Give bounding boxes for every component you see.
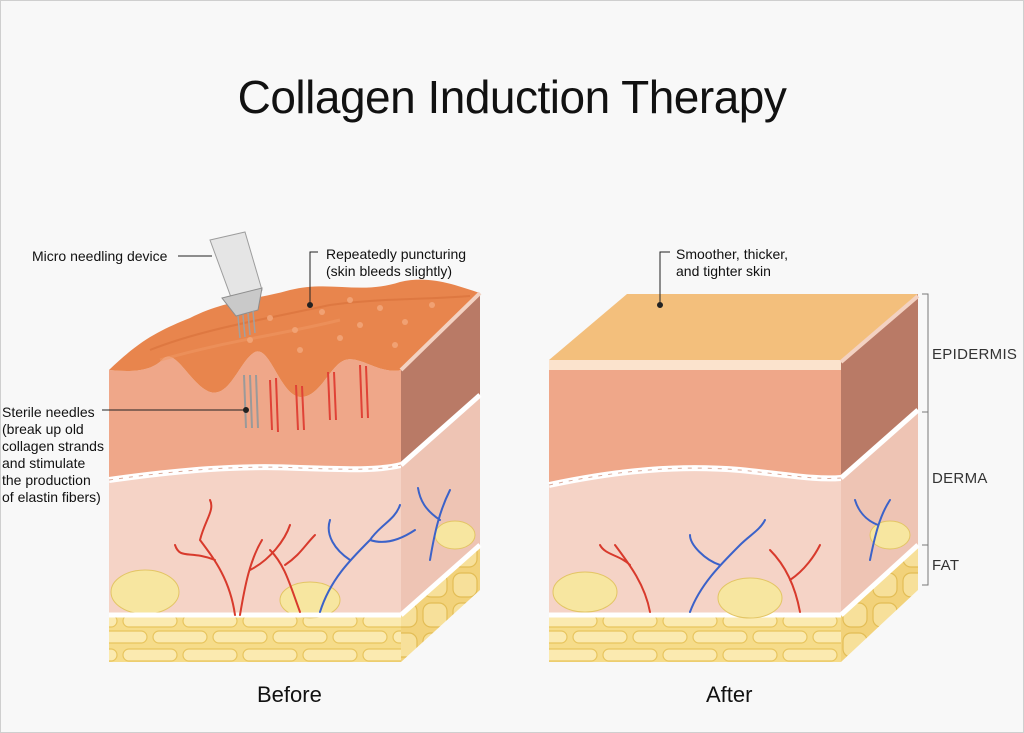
- diagram-title: Collagen Induction Therapy: [237, 71, 787, 123]
- layer-label-epidermis: EPIDERMIS: [932, 346, 1018, 363]
- label-sterile-needles: Sterile needles (break up old collagen s…: [2, 404, 104, 505]
- after-leader-line: [657, 251, 670, 308]
- before-skin-surface: [109, 279, 480, 398]
- after-epidermis-front: [549, 370, 841, 485]
- before-fat-side: [401, 545, 480, 662]
- before-epidermis-side: [401, 293, 480, 465]
- label-repeatedly-puncturing: Repeatedly puncturing (skin bleeds sligh…: [326, 246, 467, 279]
- layer-label-derma: DERMA: [932, 470, 988, 487]
- before-fat-front: [109, 615, 401, 662]
- layer-label-fat: FAT: [932, 557, 960, 574]
- after-skin-surface: [549, 294, 918, 360]
- micro-needling-device: [209, 231, 263, 339]
- caption-before: Before: [257, 682, 322, 707]
- after-skin-block: [548, 251, 920, 662]
- before-leader-lines: [102, 251, 318, 413]
- label-smoother-skin: Smoother, thicker, and tighter skin: [676, 246, 789, 279]
- after-epidermis-side: [841, 294, 918, 478]
- before-epidermis-front: [109, 351, 401, 480]
- label-micro-needling-device: Micro needling device: [32, 248, 168, 264]
- after-derma-front: [549, 468, 841, 615]
- before-skin-block: [102, 231, 482, 662]
- needle-tracks: [269, 364, 369, 433]
- after-blood-vessels: [599, 499, 891, 613]
- before-derma-front: [109, 465, 401, 615]
- caption-after: After: [706, 682, 753, 707]
- after-fat-front: [549, 615, 841, 662]
- layer-bracket: [922, 293, 929, 586]
- before-blood-vessels: [174, 487, 451, 616]
- sterile-needles: [243, 374, 259, 429]
- after-fat-side: [841, 545, 918, 662]
